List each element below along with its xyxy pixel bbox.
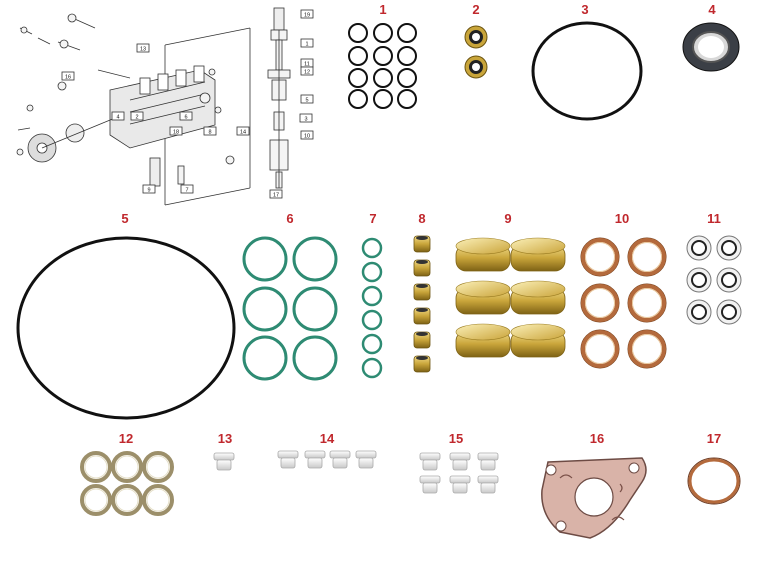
diagram-callout: 6 bbox=[179, 111, 193, 121]
part-number-label: 15 bbox=[449, 431, 463, 446]
diagram-callout-number: 18 bbox=[173, 130, 179, 136]
diagram-callout: 10 bbox=[300, 130, 314, 140]
brass-plug-set bbox=[455, 237, 566, 358]
diagram-callout-number: 13 bbox=[140, 47, 146, 53]
plastic-bushing-set-large bbox=[419, 452, 499, 494]
diagram-callout: 2 bbox=[130, 111, 144, 121]
diagram-callout-number: 17 bbox=[273, 193, 279, 199]
diagram-callout: 19 bbox=[300, 9, 314, 19]
diagram-callout-number: 5 bbox=[305, 98, 308, 104]
brass-sleeve-set bbox=[413, 235, 431, 373]
diagram-callout-number: 10 bbox=[304, 134, 310, 140]
bonded-seal-washer bbox=[464, 25, 488, 79]
diagram-callout-number: 6 bbox=[184, 115, 187, 121]
diagram-callout-number: 4 bbox=[116, 115, 119, 121]
diagram-callout-number: 11 bbox=[304, 62, 310, 68]
flange-gasket bbox=[541, 457, 647, 539]
diagram-callout: 5 bbox=[300, 94, 314, 104]
diagram-callout: 18 bbox=[169, 126, 183, 136]
diagram-callout-number: 7 bbox=[185, 188, 188, 194]
part-number-label: 7 bbox=[369, 211, 376, 226]
diagram-callout-number: 3 bbox=[304, 117, 307, 123]
diagram-callout: 9 bbox=[142, 184, 156, 194]
plastic-bushing bbox=[213, 452, 235, 471]
copper-o-ring bbox=[687, 457, 741, 505]
diagram-callout: 17 bbox=[269, 189, 283, 199]
diagram-callout-number: 14 bbox=[240, 130, 246, 136]
part-number-label: 4 bbox=[708, 2, 716, 17]
diagram-callout: 12 bbox=[300, 66, 314, 76]
part-number-label: 13 bbox=[218, 431, 232, 446]
diagram-callout: 4 bbox=[111, 111, 125, 121]
diagram-callout-number: 1 bbox=[305, 42, 308, 48]
part-number-label: 6 bbox=[286, 211, 293, 226]
part-number-label: 9 bbox=[504, 211, 511, 226]
shaft-seal bbox=[682, 22, 740, 72]
part-number-label: 5 bbox=[121, 211, 128, 226]
part-number-label: 17 bbox=[707, 431, 721, 446]
diagram-callout: 11 bbox=[300, 58, 314, 68]
diagram-callout-number: 16 bbox=[65, 75, 71, 81]
diagram-callout-number: 2 bbox=[135, 115, 138, 121]
injection-pump-exploded-diagram bbox=[16, 7, 291, 206]
part-number-label: 12 bbox=[119, 431, 133, 446]
part-number-label: 11 bbox=[707, 211, 721, 226]
diagram-callout: 13 bbox=[136, 43, 150, 53]
part-number-label: 14 bbox=[320, 431, 335, 446]
part-number-label: 2 bbox=[472, 2, 479, 17]
part-number-label: 16 bbox=[590, 431, 604, 446]
copper-ring-set bbox=[580, 237, 667, 369]
part-number-label: 3 bbox=[581, 2, 588, 17]
large-black-o-ring bbox=[531, 21, 643, 121]
diagram-callout: 7 bbox=[180, 184, 194, 194]
diagram-callout: 8 bbox=[203, 126, 217, 136]
diagram-callout-number: 12 bbox=[304, 70, 310, 76]
white-seal-set bbox=[686, 235, 742, 325]
part-number-label: 1 bbox=[379, 2, 386, 17]
diagram-callouts: 19 1 13 11 12 16 5 4 3 8 14 10 18 9 7 2 17 6 bbox=[61, 9, 314, 199]
plastic-bushing-set bbox=[277, 450, 377, 469]
diagram-callout: 14 bbox=[236, 126, 250, 136]
diagram-callout-number: 9 bbox=[147, 188, 150, 194]
diagram-callout: 3 bbox=[299, 113, 313, 123]
diagram-callout: 16 bbox=[61, 71, 75, 81]
aluminium-washer-set bbox=[80, 451, 174, 516]
diagram-callout-number: 19 bbox=[304, 13, 310, 19]
green-o-ring-set bbox=[242, 236, 338, 381]
part-number-label: 10 bbox=[615, 211, 629, 226]
diagram-callout: 1 bbox=[300, 38, 314, 48]
small-green-o-ring-set bbox=[361, 237, 383, 379]
diagram-callout-number: 8 bbox=[208, 130, 211, 136]
black-o-ring-set bbox=[348, 23, 417, 109]
part-number-label: 8 bbox=[418, 211, 425, 226]
very-large-black-o-ring bbox=[16, 236, 236, 420]
